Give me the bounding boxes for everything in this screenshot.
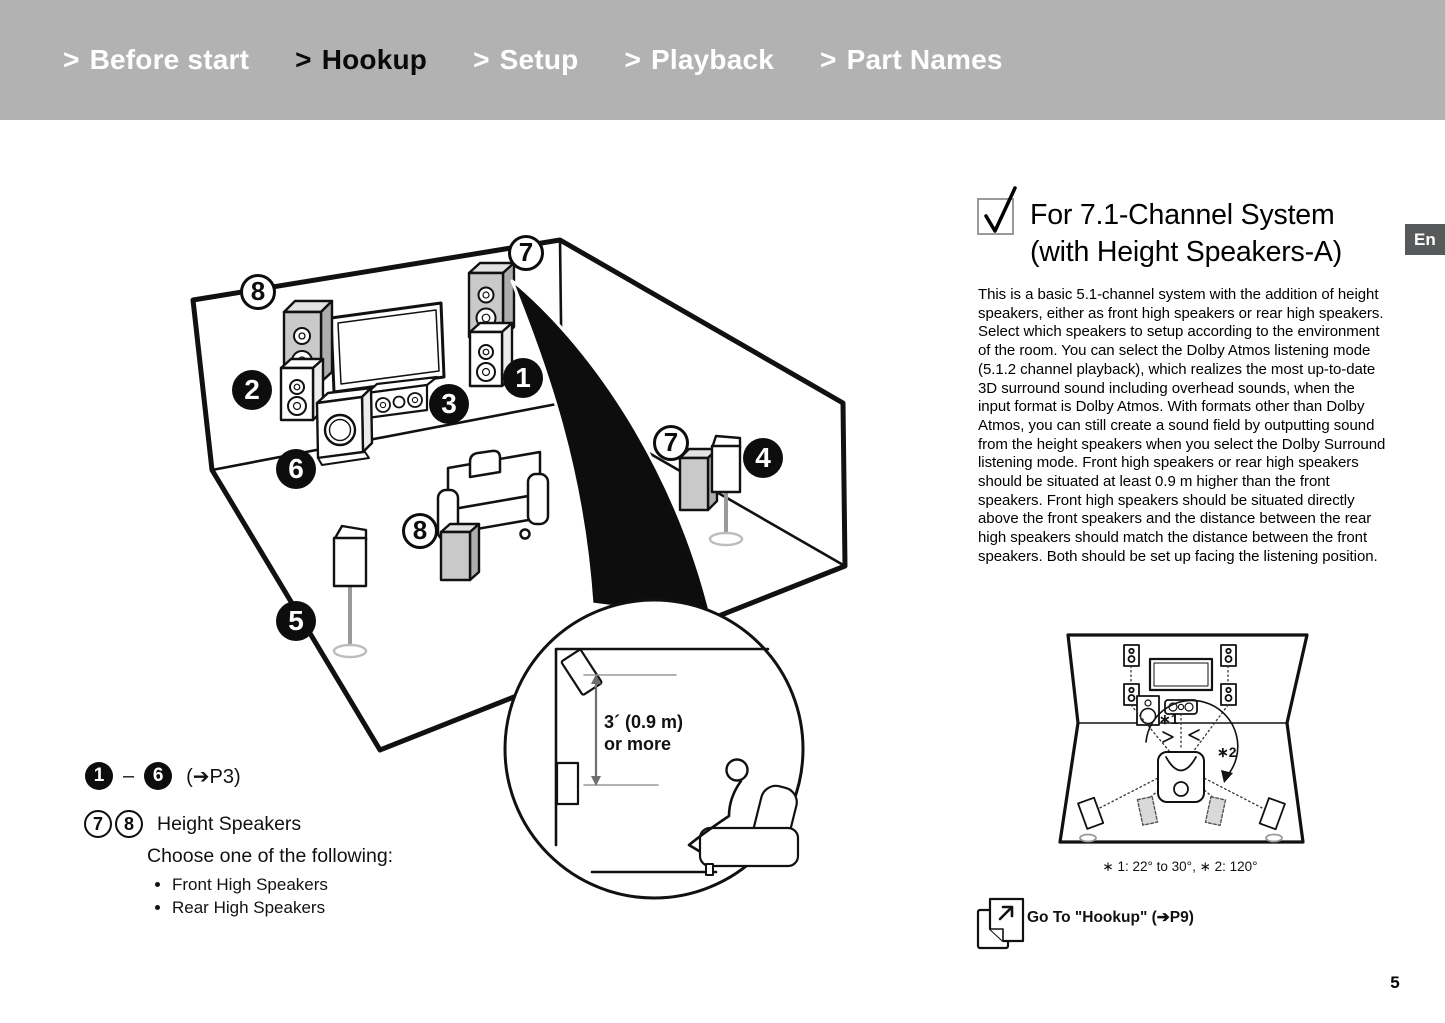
chevron-icon: > bbox=[624, 44, 642, 75]
option-rear-high: Rear High Speakers bbox=[172, 897, 328, 920]
range-dash: – bbox=[123, 764, 135, 787]
speaker-marker-7-side: 7 bbox=[653, 425, 689, 461]
height-detail-inset: 3´ (0.9 m) or more bbox=[503, 598, 805, 900]
speaker-marker-5: 5 bbox=[276, 601, 316, 641]
angle-diagram: ∗1 ∗2 bbox=[1058, 633, 1309, 844]
nav-item-part-names[interactable]: >Part Names bbox=[820, 44, 1003, 75]
inset-person bbox=[687, 758, 800, 876]
angle-label-1: ∗1 bbox=[1159, 711, 1179, 727]
page-number: 5 bbox=[1390, 973, 1400, 992]
section-title-line1: For 7.1-Channel System bbox=[1030, 199, 1335, 231]
goto-hookup-link[interactable]: Go To "Hookup" (➔P9) bbox=[1027, 909, 1194, 926]
center-speaker bbox=[365, 375, 439, 420]
inset-front-speaker bbox=[555, 761, 580, 806]
inset-distance-line2: or more bbox=[604, 734, 671, 754]
top-nav-bar: >Before start >Hookup >Setup >Playback >… bbox=[0, 0, 1445, 120]
legend-speaker-range: 1 – 6 (➔P3) bbox=[85, 762, 241, 790]
legend-height-speakers: 7 8 Height Speakers bbox=[84, 810, 301, 838]
goto-pages-icon bbox=[976, 897, 1025, 950]
chevron-icon: > bbox=[63, 44, 80, 75]
tv-illustration bbox=[329, 301, 446, 394]
page-reference-link[interactable]: (➔P3) bbox=[186, 765, 241, 788]
speaker-marker-1: 1 bbox=[503, 358, 543, 398]
rear-high-left-speaker bbox=[439, 522, 481, 582]
front-right-speaker bbox=[468, 321, 514, 388]
choose-label: Choose one of the following: bbox=[147, 845, 394, 867]
section-title: For 7.1-Channel System (with Height Spea… bbox=[1030, 197, 1400, 270]
option-front-high: Front High Speakers bbox=[172, 874, 328, 897]
chevron-icon: > bbox=[295, 44, 312, 75]
room-diagram: 3´ (0.9 m) or more bbox=[190, 237, 848, 900]
chevron-icon: > bbox=[473, 44, 490, 75]
circled-number-7: 7 bbox=[84, 810, 112, 838]
speaker-marker-2: 2 bbox=[232, 370, 272, 410]
dimension-arrow bbox=[583, 674, 677, 786]
circled-number-6: 6 bbox=[144, 762, 173, 790]
surround-right-speaker bbox=[708, 434, 744, 547]
angle-label-2: ∗2 bbox=[1217, 744, 1237, 760]
speaker-marker-3: 3 bbox=[429, 384, 469, 424]
speaker-marker-8-top: 8 bbox=[240, 274, 276, 310]
circled-number-8: 8 bbox=[115, 810, 143, 838]
language-tab-en[interactable]: En bbox=[1405, 224, 1445, 255]
section-title-line2: (with Height Speakers-A) bbox=[1030, 235, 1342, 268]
speaker-marker-6: 6 bbox=[276, 449, 316, 489]
angle-diagram-caption: ∗ 1: 22° to 30°, ∗ 2: 120° bbox=[1102, 859, 1258, 874]
speaker-marker-7-top: 7 bbox=[508, 235, 544, 271]
nav-item-hookup[interactable]: >Hookup bbox=[295, 44, 428, 75]
subwoofer bbox=[315, 386, 374, 466]
nav-item-playback[interactable]: >Playback bbox=[624, 44, 775, 75]
surround-left-speaker bbox=[332, 524, 368, 659]
height-speaker-options: Front High Speakers Rear High Speakers bbox=[172, 874, 328, 919]
speaker-marker-8-side: 8 bbox=[402, 513, 438, 549]
height-speakers-label: Height Speakers bbox=[157, 812, 302, 835]
speaker-marker-4: 4 bbox=[743, 438, 783, 478]
nav-item-setup[interactable]: >Setup bbox=[473, 44, 579, 75]
inset-distance-line1: 3´ (0.9 m) bbox=[604, 712, 683, 732]
chevron-icon: > bbox=[820, 44, 837, 75]
checked-checkbox-icon bbox=[977, 186, 1017, 235]
nav-item-before-start[interactable]: >Before start bbox=[63, 44, 250, 75]
circled-number-1: 1 bbox=[85, 762, 113, 790]
section-body-text: This is a basic 5.1-channel system with … bbox=[978, 286, 1386, 565]
